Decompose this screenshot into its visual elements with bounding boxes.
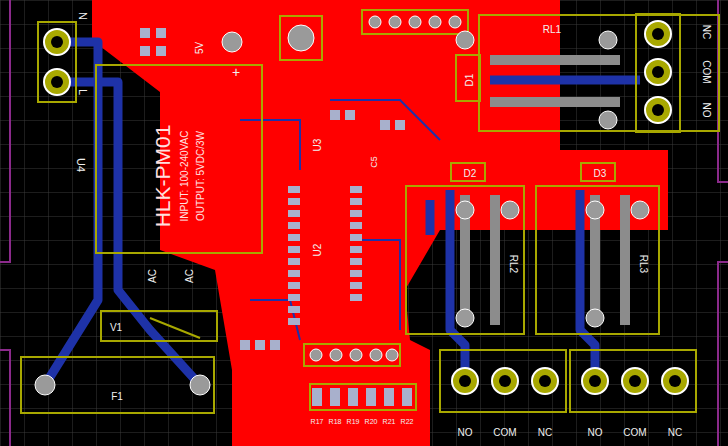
component-label: RL2 [508, 255, 518, 273]
component-outline: D1 [455, 54, 481, 102]
silkscreen-label: + [232, 65, 240, 79]
component-label: D1 [465, 74, 475, 87]
component-label: V1 [110, 323, 122, 333]
component-label: RL1 [543, 25, 561, 35]
silkscreen-label: NC [538, 428, 552, 438]
component-outline: RL3 [535, 185, 660, 335]
silkscreen-label: R22 [401, 418, 414, 425]
component-outline: RL1 [478, 14, 720, 132]
component-label: RL3 [638, 255, 648, 273]
silkscreen-label: C5 [370, 156, 379, 168]
component-label: INPUT: 100-240VAC [180, 131, 190, 222]
component-label: D2 [464, 169, 477, 179]
component-outline: V1 [100, 310, 218, 342]
silkscreen-label: NO [458, 428, 473, 438]
silkscreen-label: COM [493, 428, 516, 438]
silkscreen-label: NO [588, 428, 603, 438]
component-label: D3 [594, 169, 607, 179]
silkscreen-label: AC [148, 269, 158, 283]
silkscreen-label: NC [701, 25, 711, 39]
silkscreen-label: NO [701, 103, 711, 118]
silkscreen-label: L [77, 89, 88, 95]
component-outline: RL2 [405, 185, 525, 335]
silkscreen-label: U2 [313, 244, 323, 257]
silkscreen-label: R17 [311, 418, 324, 425]
silkscreen-label: U4 [75, 158, 86, 172]
silkscreen-label: N [77, 12, 88, 20]
component-label: OUTPUT: 5VDC/3W [196, 131, 206, 221]
component-outline: D2 [450, 162, 486, 182]
component-outline: D3 [580, 162, 616, 182]
silkscreen-label: U3 [313, 139, 323, 152]
silkscreen-label: R19 [347, 418, 360, 425]
silkscreen-label: COM [623, 428, 646, 438]
silkscreen-label: R20 [365, 418, 378, 425]
component-outline: F1 [20, 356, 215, 414]
silkscreen-label: 5V [195, 42, 205, 54]
component-label: F1 [111, 392, 123, 402]
silkscreen-label: COM [701, 60, 711, 83]
silkscreen-label: AC [185, 269, 195, 283]
silkscreen-label: NC [668, 428, 682, 438]
component-label: HLK-PM01 [152, 125, 173, 228]
component-outline: HLK-PM01 INPUT: 100-240VAC OUTPUT: 5VDC/3W [95, 64, 263, 254]
silkscreen-label: R21 [383, 418, 396, 425]
silkscreen-label: R18 [329, 418, 342, 425]
